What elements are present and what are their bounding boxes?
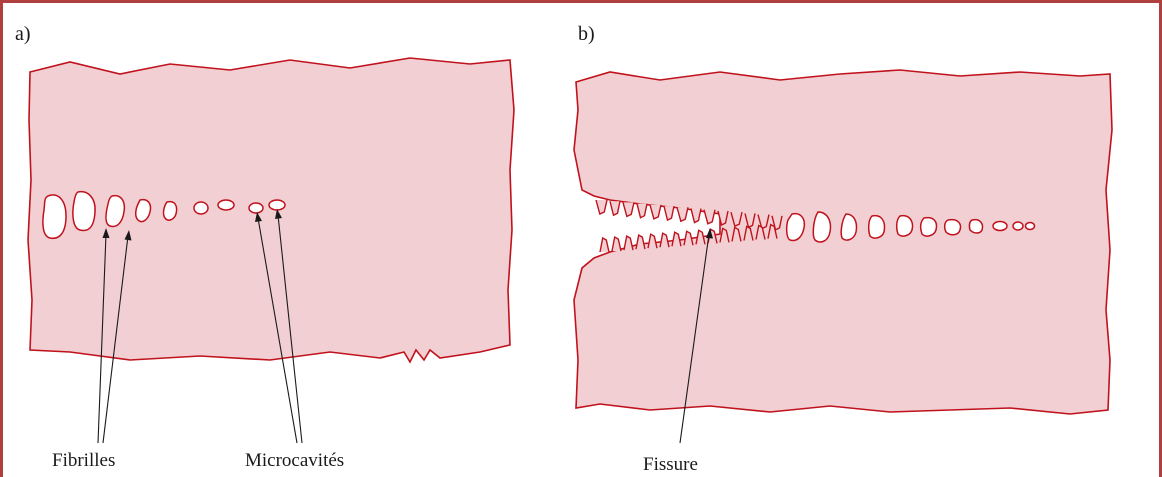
- microcavity: [993, 222, 1007, 231]
- fibril-tooth: [684, 231, 693, 245]
- fissure-label: Fissure: [643, 454, 698, 475]
- fibril-tooth: [637, 204, 647, 218]
- fibril-tooth: [672, 232, 681, 246]
- microcavity: [249, 203, 263, 213]
- microcavites-label: Microcavités: [245, 450, 344, 471]
- fibrilles-label: Fibrilles: [52, 450, 115, 471]
- microcavity: [1026, 223, 1035, 230]
- fibril-tooth: [660, 233, 669, 247]
- fibril-tooth: [691, 209, 701, 223]
- panel-b: b) Fissure: [574, 23, 1112, 475]
- fibril-tooth: [600, 238, 609, 252]
- fibril-tooth: [636, 235, 645, 249]
- fibril-tooth: [677, 207, 688, 221]
- fibril-tooth: [648, 234, 657, 248]
- void: [813, 212, 830, 242]
- fibril-tooth: [650, 205, 661, 219]
- void: [869, 216, 885, 238]
- fibril-tooth: [664, 206, 674, 220]
- void: [194, 202, 208, 214]
- microcavity: [1013, 222, 1023, 230]
- void: [43, 195, 66, 238]
- void: [897, 216, 913, 236]
- fibril-tooth: [704, 210, 715, 224]
- fibril-tooth: [623, 202, 634, 216]
- fibril-tooth: [624, 236, 633, 250]
- fibril-tooth: [610, 201, 620, 215]
- void: [969, 220, 982, 233]
- void: [218, 200, 234, 210]
- void: [73, 192, 95, 231]
- void: [164, 202, 177, 220]
- void: [841, 214, 856, 240]
- fibril-tooth: [596, 200, 607, 214]
- panel-a: a) Fibrilles Microcavités: [15, 23, 514, 471]
- panel-a-material: [28, 58, 514, 362]
- panel-b-label: b): [578, 23, 595, 45]
- void: [921, 218, 937, 236]
- fibril-tooth: [612, 237, 621, 251]
- fibril-tooth: [696, 230, 705, 244]
- panel-a-label: a): [15, 23, 31, 45]
- void: [945, 220, 961, 235]
- microcavity: [269, 200, 285, 210]
